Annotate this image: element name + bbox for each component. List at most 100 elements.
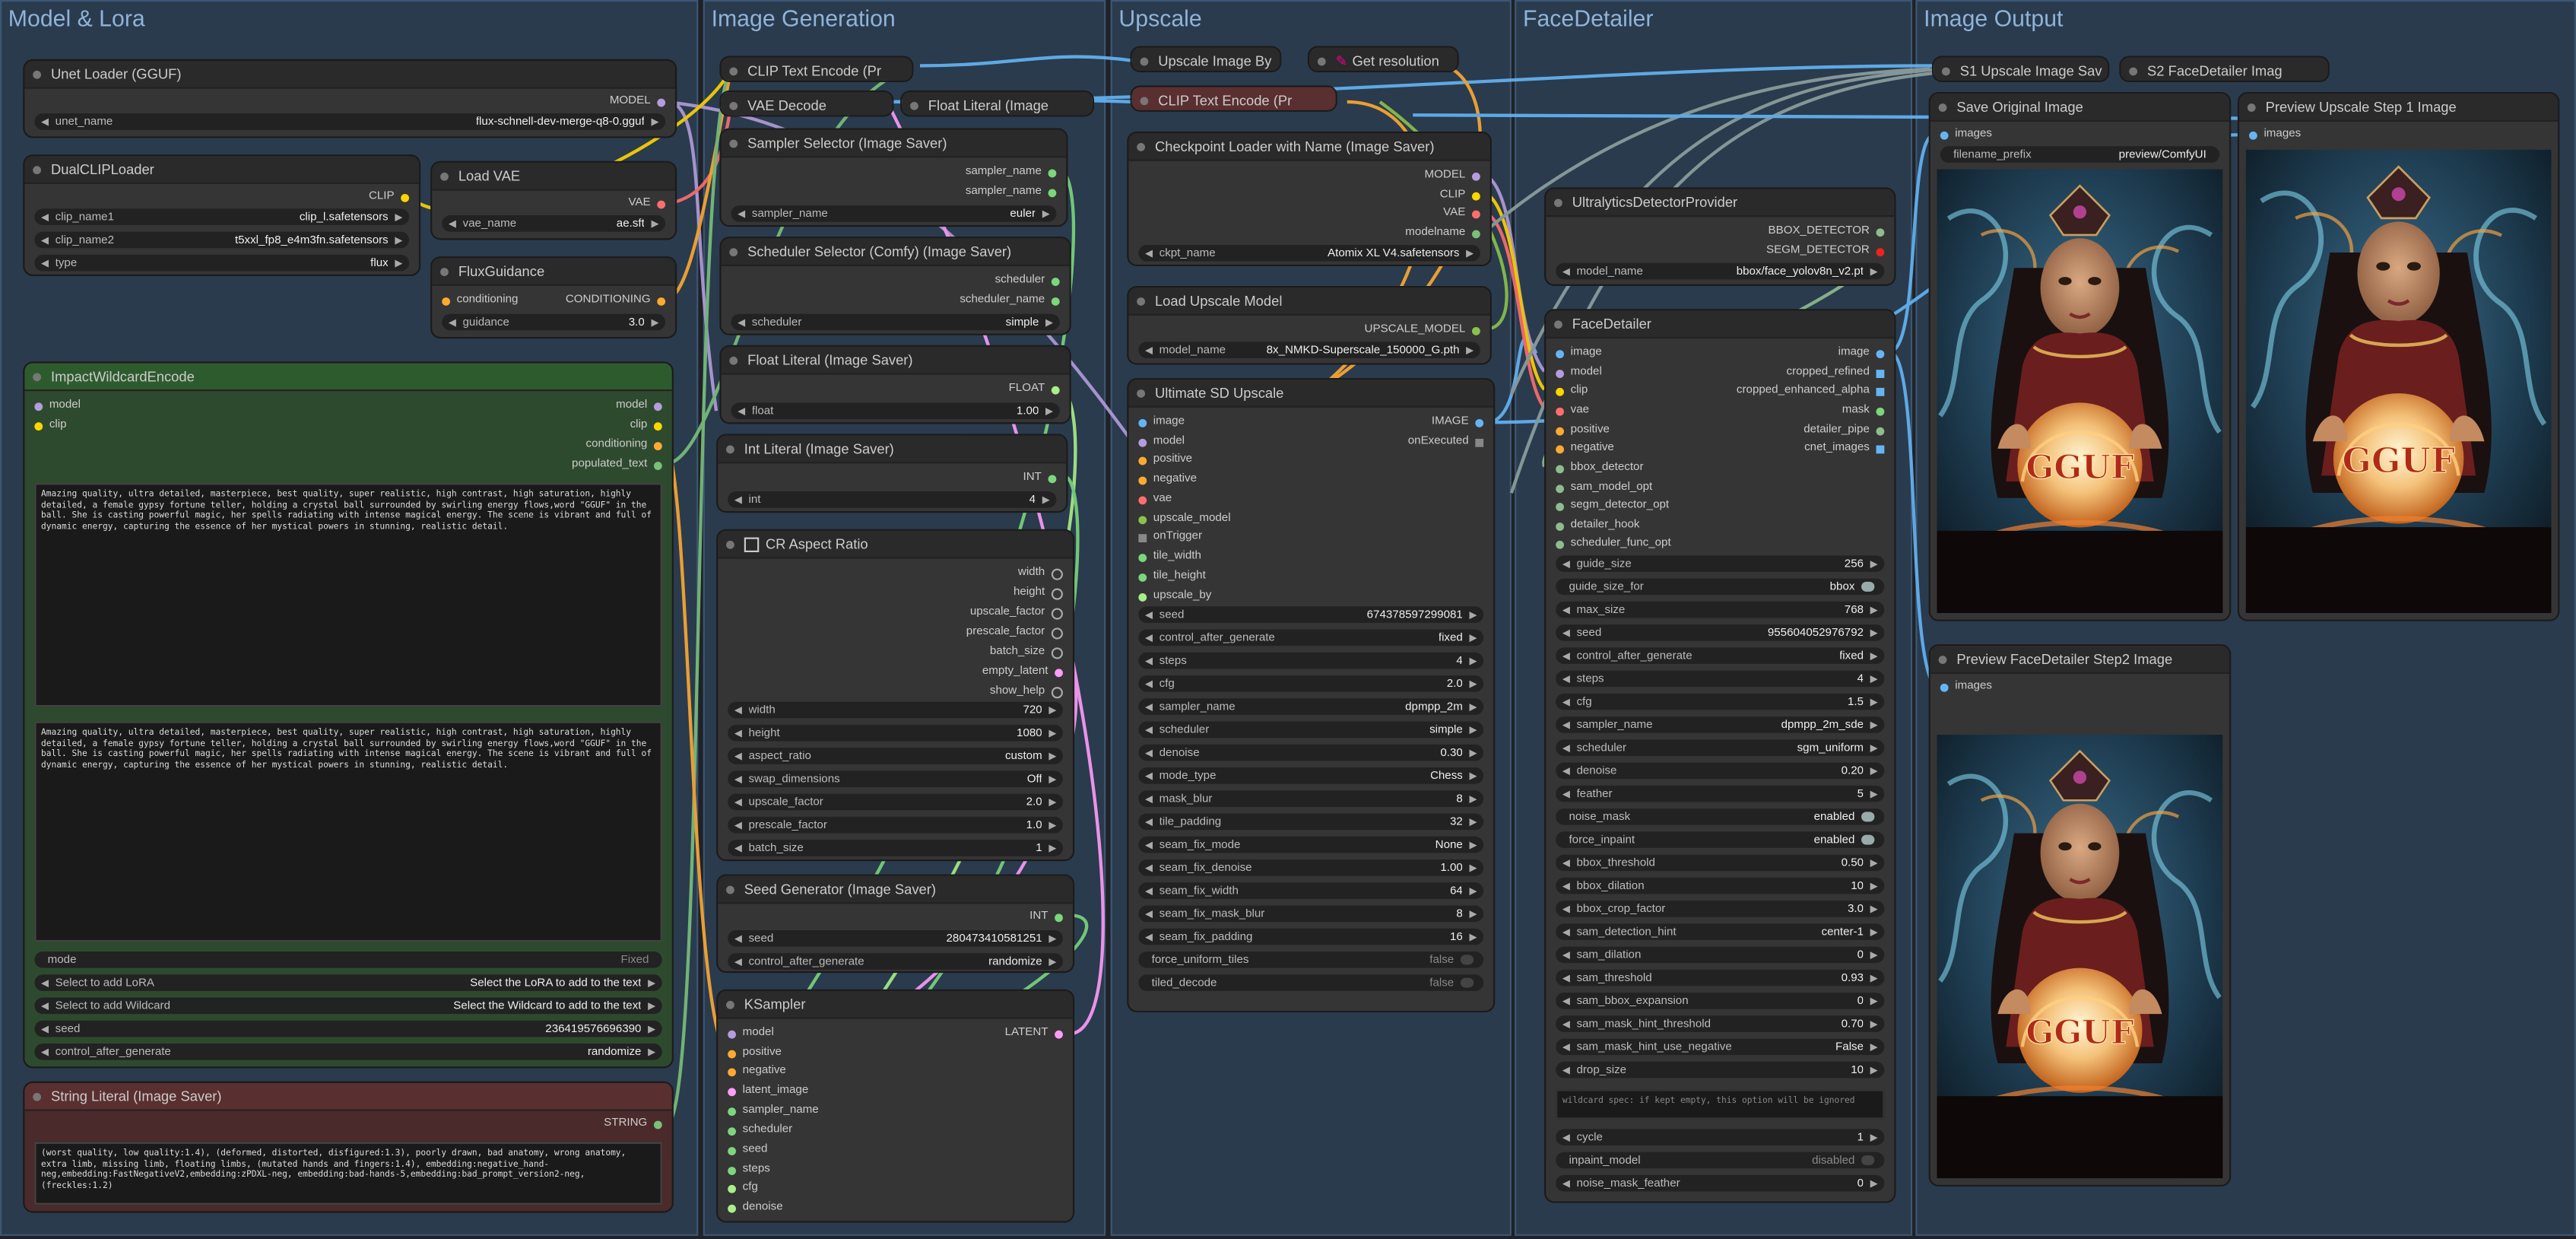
input-steps[interactable]: steps	[728, 1162, 770, 1179]
input-upscale-model[interactable]: upscale_model	[1138, 511, 1231, 528]
output-scheduler-name[interactable]: scheduler_name	[960, 293, 1060, 310]
node-checkpoint-loader[interactable]: Checkpoint Loader with Name (Image Saver…	[1127, 131, 1492, 267]
node-cr-aspect-ratio[interactable]: CR Aspect Ratio width height upscale_fac…	[716, 529, 1075, 862]
output-detailer-pipe[interactable]: detailer_pipe	[1804, 422, 1885, 439]
input-conditioning[interactable]: conditioning	[442, 293, 518, 310]
input-positive[interactable]: positive	[1556, 422, 1610, 439]
input-positive[interactable]: positive	[1138, 452, 1192, 469]
input-model[interactable]: model	[1556, 365, 1602, 382]
output-scheduler[interactable]: scheduler	[995, 273, 1060, 290]
input-detailer-hook[interactable]: detailer_hook	[1556, 518, 1639, 535]
output-height[interactable]: height	[1014, 585, 1063, 602]
input-sam-model-opt[interactable]: sam_model_opt	[1556, 480, 1652, 497]
node-sampler-selector[interactable]: Sampler Selector (Image Saver) sampler_n…	[719, 128, 1068, 227]
output-sampler-name[interactable]: sampler_name	[966, 164, 1057, 181]
output-conditioning[interactable]: conditioning	[586, 437, 662, 454]
output-clip[interactable]: CLIP	[369, 189, 410, 205]
input-latent-image[interactable]: latent_image	[728, 1083, 808, 1100]
output-upscale-factor[interactable]: upscale_factor	[970, 605, 1063, 621]
node-facedetailer[interactable]: FaceDetailer image model clip vae positi…	[1544, 309, 1896, 1203]
output-batch-size[interactable]: batch_size	[990, 644, 1063, 661]
output-int[interactable]: INT	[1023, 470, 1057, 487]
node-upscale-image-by-collapsed[interactable]: Upscale Image By	[1130, 46, 1282, 73]
output-prescale-factor[interactable]: prescale_factor	[966, 624, 1063, 641]
output-latent[interactable]: LATENT	[1005, 1025, 1063, 1042]
input-ontrigger[interactable]: onTrigger	[1138, 529, 1202, 546]
input-clip[interactable]: clip	[34, 418, 67, 434]
input-clip[interactable]: clip	[1556, 383, 1588, 399]
output-model[interactable]: MODEL	[1425, 167, 1480, 184]
wildcard-text-input[interactable]: Amazing quality, ultra detailed, masterp…	[34, 483, 662, 707]
output-populated-text[interactable]: populated_text	[572, 457, 662, 474]
input-negative[interactable]: negative	[728, 1063, 786, 1080]
node-ultralytics-detector-provider[interactable]: UltralyticsDetectorProvider BBOX_DETECTO…	[1544, 187, 1896, 286]
output-empty-latent[interactable]: empty_latent	[982, 664, 1063, 681]
node-get-resolution-collapsed[interactable]: ✎Get resolution	[1307, 46, 1459, 73]
node-clip-text-encode-2-collapsed[interactable]: CLIP Text Encode (Pr	[1130, 85, 1337, 112]
input-upscale-by[interactable]: upscale_by	[1138, 589, 1211, 605]
output-mask[interactable]: mask	[1842, 402, 1885, 419]
node-string-literal[interactable]: String Literal (Image Saver) STRING (wor…	[23, 1081, 674, 1213]
output-upscale-model[interactable]: UPSCALE_MODEL	[1365, 322, 1480, 338]
output-model[interactable]: MODEL	[610, 94, 666, 110]
node-s1-upscale-image-save-collapsed[interactable]: S1 Upscale Image Sav	[1931, 56, 2110, 83]
node-float-literal[interactable]: Float Literal (Image Saver) FLOAT ◀float…	[719, 345, 1071, 424]
node-float-literal-collapsed[interactable]: Float Literal (Image	[900, 90, 1095, 117]
input-denoise[interactable]: denoise	[728, 1199, 783, 1216]
populated-text-output[interactable]: Amazing quality, ultra detailed, masterp…	[34, 721, 662, 942]
node-load-upscale-model[interactable]: Load Upscale Model UPSCALE_MODEL ◀model_…	[1127, 285, 1492, 365]
input-cfg[interactable]: cfg	[728, 1180, 758, 1196]
checkbox-icon[interactable]	[744, 536, 760, 551]
output-image-preview[interactable]	[1937, 170, 2222, 613]
output-sampler-name-2[interactable]: sampler_name	[966, 184, 1057, 201]
input-bbox-detector[interactable]: bbox_detector	[1556, 460, 1644, 477]
output-cnet-images[interactable]: cnet_images	[1804, 440, 1885, 457]
input-negative[interactable]: negative	[1138, 472, 1197, 488]
output-vae[interactable]: VAE	[1443, 205, 1480, 222]
input-image[interactable]: image	[1556, 345, 1602, 362]
output-clip[interactable]: clip	[630, 418, 662, 434]
